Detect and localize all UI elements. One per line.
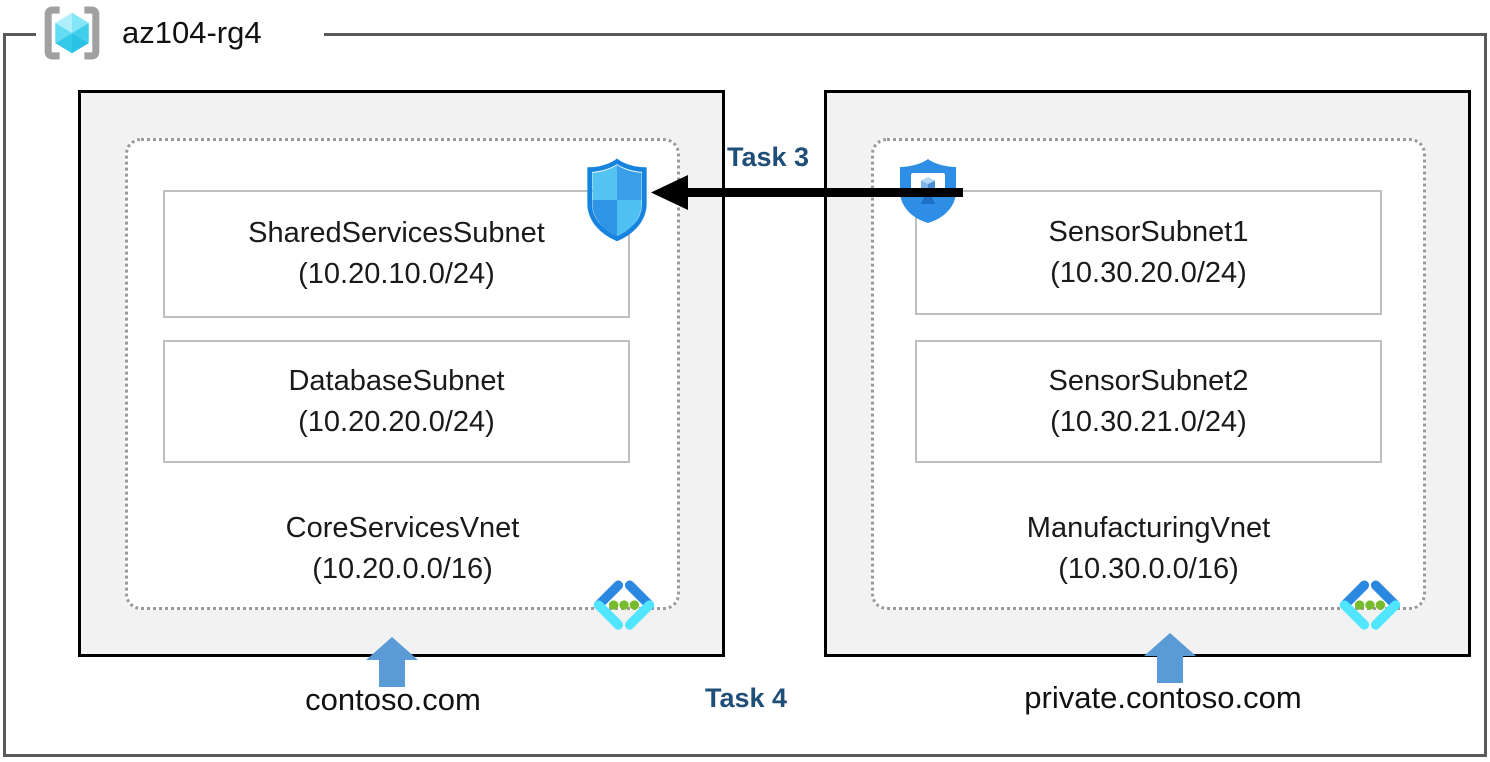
dns-up-arrow-icon: [366, 637, 418, 687]
vnet-name: CoreServicesVnet: [285, 512, 520, 544]
virtual-network-icon: [1339, 580, 1401, 630]
subnet-name: SensorSubnet1: [1048, 215, 1249, 248]
resource-group-header: az104-rg4: [36, 0, 324, 66]
virtual-network-icon: [593, 580, 655, 630]
shared-services-subnet-box: SharedServicesSubnet (10.20.10.0/24): [163, 190, 630, 318]
subnet-name: SensorSubnet2: [1048, 364, 1249, 397]
subnet-name: SharedServicesSubnet: [248, 217, 545, 249]
resource-group-icon: [44, 6, 100, 60]
vnet-cidr: (10.30.0.0/16): [1058, 553, 1239, 585]
dns-zone-label: contoso.com: [305, 682, 481, 717]
resource-group-frame: [3, 33, 1487, 757]
network-security-group-shield-icon: [587, 158, 647, 242]
vnet-name: ManufacturingVnet: [1026, 512, 1271, 544]
subnet-cidr: (10.30.20.0/24): [1050, 256, 1247, 289]
dns-up-arrow-icon: [1144, 633, 1196, 683]
resource-group-name: az104-rg4: [122, 15, 262, 50]
subnet-cidr: (10.20.10.0/24): [298, 258, 495, 290]
task3-arrow-icon: [651, 175, 963, 210]
database-subnet-box: DatabaseSubnet (10.20.20.0/24): [163, 340, 630, 463]
task4-label: Task 4: [704, 683, 788, 713]
sensor-subnet2-box: SensorSubnet2 (10.30.21.0/24): [915, 340, 1382, 463]
private-dns-zone-label: private.contoso.com: [1024, 680, 1302, 715]
subnet-cidr: (10.20.20.0/24): [298, 405, 495, 438]
vnet-cidr: (10.20.0.0/16): [312, 553, 493, 585]
core-services-vnet-label: CoreServicesVnet (10.20.0.0/16): [125, 508, 680, 590]
subnet-name: DatabaseSubnet: [288, 364, 505, 397]
subnet-cidr: (10.30.21.0/24): [1050, 405, 1247, 438]
sensor-subnet1-box: SensorSubnet1 (10.30.20.0/24): [915, 190, 1382, 315]
manufacturing-vnet-label: ManufacturingVnet (10.30.0.0/16): [871, 508, 1426, 590]
task3-label: Task 3: [726, 142, 810, 172]
